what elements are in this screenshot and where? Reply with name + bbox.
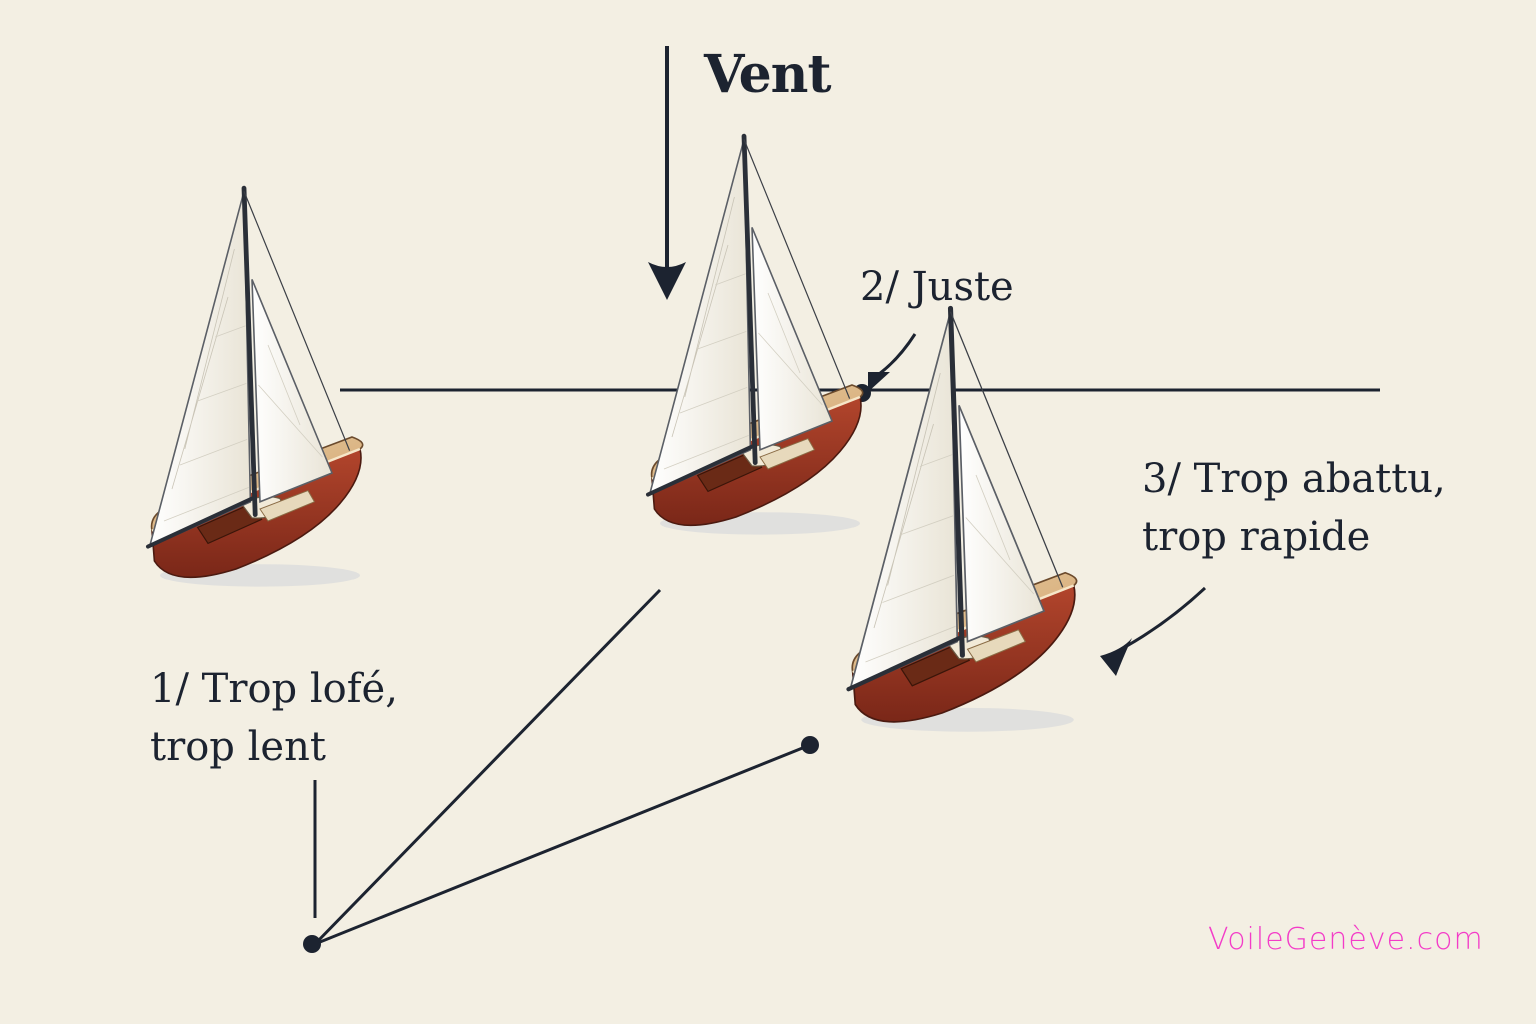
boat-1-label: 1/ Trop lofé, trop lent	[150, 660, 398, 776]
wind-arrow-icon	[648, 46, 686, 300]
pointer-boat-3	[1100, 586, 1207, 676]
boat-3-label-line-2: trop rapide	[1142, 514, 1371, 560]
boat-2-illustration	[648, 136, 863, 534]
boat-1-label-line-2: trop lent	[150, 724, 326, 770]
boat-3-point	[801, 736, 819, 754]
pivot-point	[303, 935, 321, 953]
boat-1-label-line-1: 1/ Trop lofé,	[150, 666, 398, 712]
reference-line-boat-3	[314, 743, 811, 946]
boat-2-label-line-1: 2/ Juste	[860, 264, 1014, 310]
boat-3-label: 3/ Trop abattu, trop rapide	[1142, 450, 1446, 566]
boat-2-label: 2/ Juste	[860, 258, 1014, 316]
reference-line-boat-2	[313, 588, 662, 946]
boat-3-label-line-1: 3/ Trop abattu,	[1142, 456, 1446, 502]
boat-1-illustration	[148, 188, 363, 586]
pointer-boat-2	[868, 333, 917, 392]
wind-label: Vent	[704, 44, 831, 105]
watermark: VoileGenève.com	[1208, 922, 1484, 957]
